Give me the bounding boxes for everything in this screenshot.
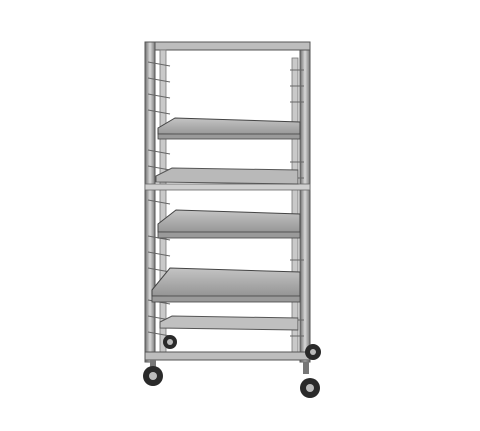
caster-back-right [305,344,321,360]
tray-1 [157,117,301,140]
tray-4 [151,267,301,303]
tray-5 [159,315,299,331]
tray-2 [155,167,299,185]
caster-front-left [143,360,163,386]
caster-back-left [163,335,177,349]
caster-front-right [300,362,320,398]
tray-3 [157,209,301,239]
rack-frame [144,41,311,363]
